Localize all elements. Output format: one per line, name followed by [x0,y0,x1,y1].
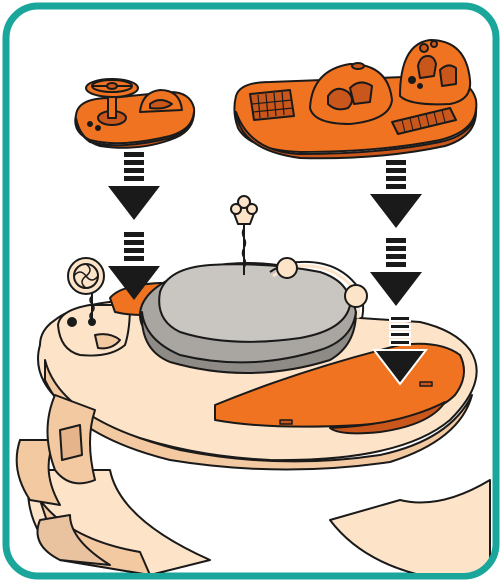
down-arrow-icon [370,238,422,306]
down-arrow-icon [371,315,429,386]
baby-walker-icon [15,195,491,573]
large-toy-tray-icon [233,39,478,160]
down-arrow-icon [108,232,160,300]
down-arrow-icon [108,152,160,220]
small-toy-tray-icon [74,78,196,149]
down-arrow-icon [370,160,422,228]
